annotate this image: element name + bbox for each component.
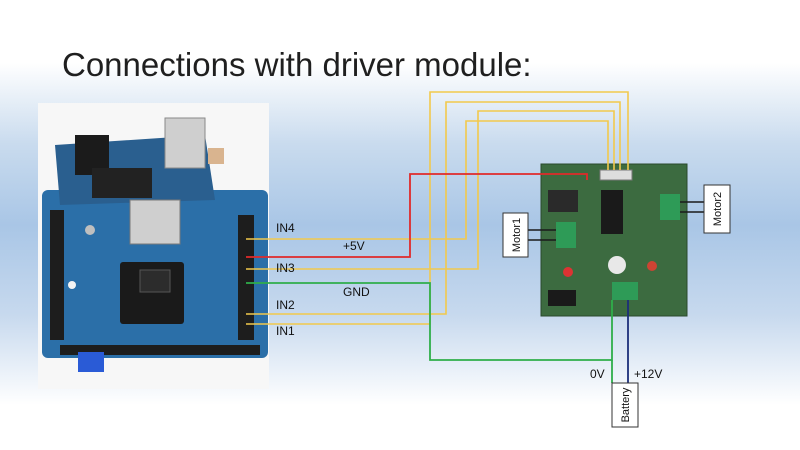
capacitor [85,225,95,235]
driver-ic [601,190,623,234]
battery-box [611,382,639,428]
label-in2: IN2 [276,298,295,312]
right-header [238,215,254,340]
motor-wires [528,201,704,241]
motor1-terminal [556,222,576,248]
motor1-box [502,212,529,258]
label-in4: IN4 [276,221,295,235]
sd-card-slot [129,199,181,245]
wire-in3 [246,110,615,270]
wire-in2 [246,101,621,315]
label-plus5v: +5V [343,239,365,253]
bottom-header [60,345,260,355]
label-zero-v: 0V [590,367,605,381]
potentiometer [78,352,104,372]
led-indicator [68,281,76,289]
driver-regulator [548,290,576,306]
driver-mount-hole [608,256,626,274]
driver-led-2 [647,261,657,271]
label-in1: IN1 [276,324,295,338]
reset-button [208,148,224,164]
driver-led [563,267,573,277]
wifi-chip [139,269,171,293]
power-terminal [612,282,638,300]
label-gnd: GND [343,285,370,299]
arduino-photo [38,103,269,389]
wire-plus5v [246,173,588,258]
motor1-label: Motor1 [511,218,523,252]
battery-label: Battery [620,387,632,422]
usb-connector [164,117,206,169]
driver-switch [548,190,578,212]
motor2-box [703,184,731,234]
power-regulator [92,168,152,198]
driver-module [540,163,688,317]
signal-wires [246,91,629,325]
left-header [50,210,64,340]
label-in3: IN3 [276,261,295,275]
driver-input-header [599,169,633,181]
wire-in1 [246,91,629,325]
wire-in4 [246,120,609,240]
label-plus12v: +12V [634,367,662,381]
motor2-terminal [660,194,680,220]
slide-title: Connections with driver module: [62,46,532,83]
wire-gnd [246,282,613,361]
motor2-label: Motor2 [712,192,724,226]
